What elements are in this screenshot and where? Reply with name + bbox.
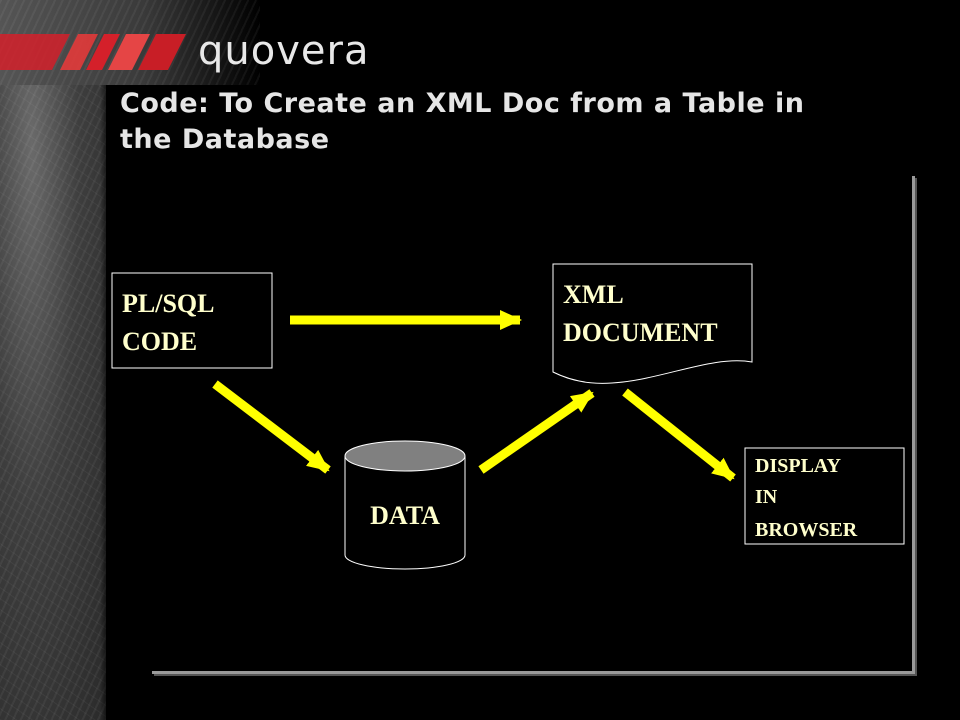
node-plsql-code-label-2: CODE (122, 327, 197, 356)
left-band-shadow (100, 0, 108, 720)
node-plsql-code-label-1: PL/SQL (122, 289, 214, 318)
node-display-label-2: IN (755, 486, 778, 508)
node-xml-document-label-2: DOCUMENT (563, 318, 718, 347)
slide-title: Code: To Create an XML Doc from a Table … (120, 86, 930, 158)
edge-data-to-xml-arrow (478, 389, 595, 474)
node-data-label: DATA (370, 501, 440, 530)
node-xml-document-label-1: XML (563, 280, 624, 309)
content-frame (152, 176, 915, 674)
logo-stripes-icon (0, 34, 186, 70)
quovera-logo: quovera (0, 28, 369, 74)
title-line-2: the Database (120, 124, 330, 155)
edge-plsql-to-data-arrow (212, 380, 331, 474)
node-data: DATA (344, 440, 466, 570)
node-display-in-browser: DISPLAY IN BROWSER (744, 447, 905, 545)
logo-wordmark: quovera (198, 28, 369, 74)
edge-xml-to-display-arrow (622, 388, 736, 482)
node-display-label-1: DISPLAY (755, 455, 842, 477)
node-plsql-code: PL/SQL CODE (111, 272, 273, 369)
left-texture-band (0, 0, 106, 720)
node-xml-document: XML DOCUMENT (552, 263, 753, 384)
node-display-label-3: BROWSER (755, 519, 858, 541)
title-line-1: Code: To Create an XML Doc from a Table … (120, 88, 805, 119)
